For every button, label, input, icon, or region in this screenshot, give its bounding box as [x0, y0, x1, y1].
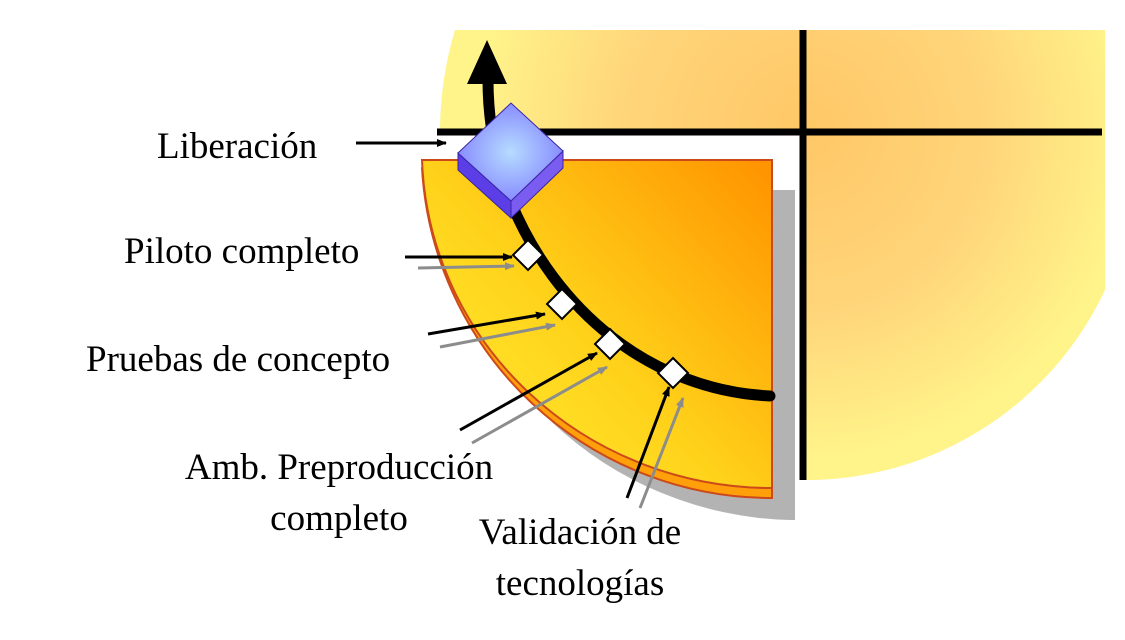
label-release: Liberación — [157, 126, 318, 167]
milestone-poc — [545, 287, 579, 321]
label-poc: Pruebas de concepto — [86, 339, 391, 380]
milestone-preprod — [593, 327, 627, 361]
background-circle — [440, 30, 1105, 481]
milestone-pilot — [511, 238, 545, 272]
label-preprod-line1: Amb. Preproducción — [184, 447, 494, 488]
milestone-diamonds — [511, 238, 690, 390]
milestone-validation — [656, 356, 690, 390]
callout-arrows-black — [356, 139, 671, 499]
label-validation-line1: Validación de — [478, 512, 682, 553]
path-arrowhead — [467, 40, 507, 84]
label-validation-line2: tecnologías — [495, 563, 665, 604]
background-circle-left — [440, 30, 805, 130]
label-preprod-line2: completo — [270, 498, 408, 539]
callout-arrows-gray — [417, 262, 685, 509]
release-cube — [457, 102, 564, 220]
label-pilot: Piloto completo — [124, 231, 360, 272]
